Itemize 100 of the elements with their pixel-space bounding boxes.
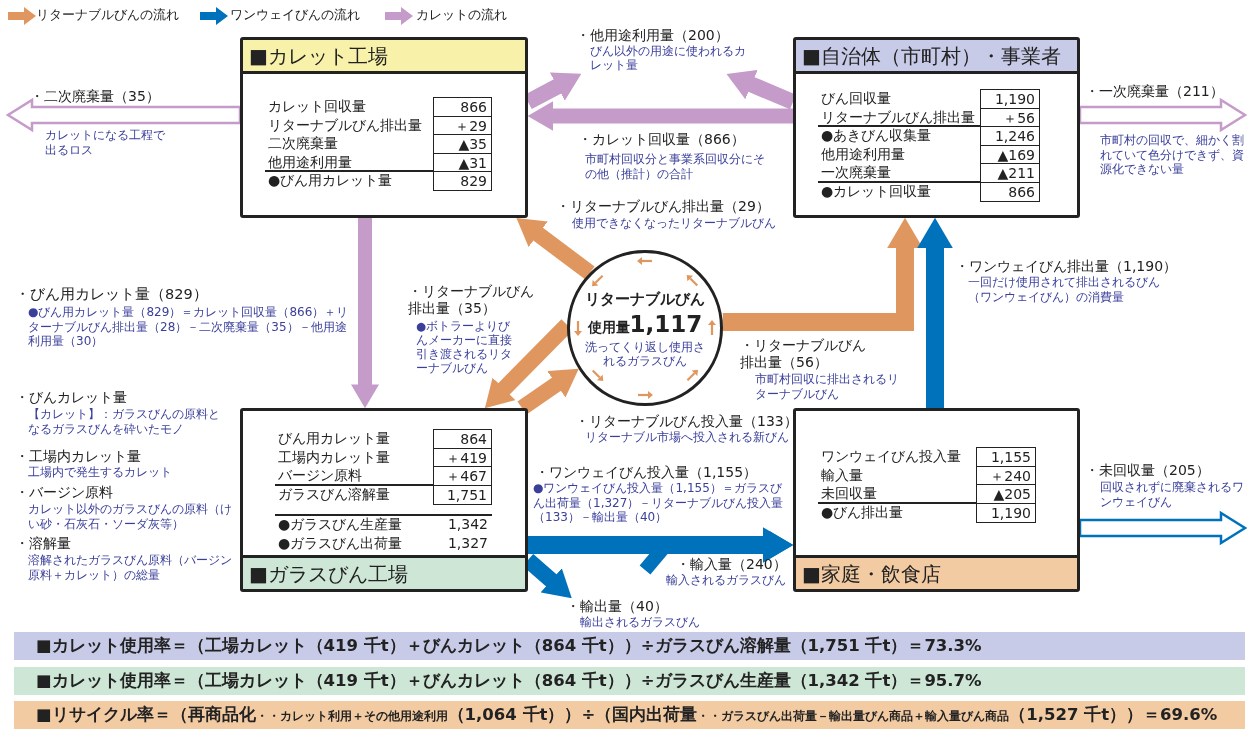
value-cell: ▲35 — [433, 134, 492, 154]
formula-text: ■カレット使用率＝（工場カレット（419 千t）＋びんカレット（864 千t））÷ガラスびん溶解量（1,751 千t）＝73.3% — [36, 636, 982, 655]
term-label: ・びん用カレット量（829） — [15, 286, 208, 303]
row-label: 二次廃棄量 — [268, 134, 338, 153]
row-label: 一次廃棄量 — [821, 163, 891, 182]
edge-label: ・輸入量（240） — [676, 556, 787, 573]
value-cell: ▲205 — [976, 484, 1036, 504]
note-text: びん以外の用途に使われるカレット量 — [589, 44, 747, 72]
value-cell: ＋240 — [976, 465, 1036, 486]
row-label: びん回収量 — [821, 89, 891, 108]
row-label: ●ガラスびん出荷量 — [278, 533, 403, 552]
term-label: ・びんカレット量 — [15, 389, 127, 406]
box-heading: ■カレット工場 — [243, 40, 525, 74]
legend-text: ワンウェイびんの流れ — [230, 6, 360, 24]
hollow-arrow — [5, 97, 242, 133]
hollow-arrow — [1078, 97, 1248, 133]
formula-text: （1,527 千t））＝69.6% — [1009, 705, 1218, 724]
box-heading: ■家庭・飲食店 — [796, 555, 1077, 589]
edge-label: ・リターナブルびん投入量（133） — [575, 413, 798, 430]
flow-arrow — [353, 218, 377, 409]
row-label: リターナブルびん排出量 — [821, 107, 975, 126]
row-label: バージン原料 — [278, 466, 362, 485]
edge-label: ・カレット回収量（866） — [578, 131, 745, 148]
value-cell: 866 — [980, 181, 1040, 202]
edge-label: ・二次廃棄量（35） — [30, 88, 160, 105]
row-label: ●あきびん収集量 — [821, 126, 932, 145]
box-heading: ■自治体（市町村）・事業者 — [796, 40, 1077, 74]
value-cell: 864 — [433, 429, 492, 449]
row-label: びん用カレット量 — [278, 429, 390, 448]
note-text: カレットになる工程で出るロス — [45, 128, 166, 157]
legend-text: リターナブルびんの流れ — [36, 6, 179, 24]
note-text: 洗ってくり返し使用されるガラスびん — [585, 340, 705, 368]
flow-arrow — [919, 217, 951, 408]
edge-label: ・リターナブルびん排出量（35） — [408, 283, 535, 317]
value-cell: ＋56 — [980, 107, 1040, 128]
edge-label: ・未回収量（205） — [1085, 462, 1210, 479]
value-cell: ＋467 — [433, 466, 492, 486]
row-label: 輸入量 — [821, 465, 863, 484]
row-label: ●ガラスびん生産量 — [278, 515, 403, 534]
value-cell: ▲31 — [433, 152, 492, 173]
box-heading: ■ガラスびん工場 — [243, 555, 525, 589]
edge-label: ・一次廃棄量（211） — [1085, 83, 1224, 100]
value-cell: 1,190 — [976, 502, 1036, 523]
formula-band — [14, 667, 1245, 695]
note-text: 市町村の回収で、細かく割れていて色分けできず、資源化できない量 — [1100, 133, 1245, 177]
value-cell: 1,155 — [976, 447, 1036, 467]
flow-arrow — [516, 217, 595, 280]
process-box — [240, 37, 528, 218]
value-cell: ＋419 — [433, 447, 492, 468]
usage-value: 1,117 — [629, 311, 703, 337]
term-label: ・工場内カレット量 — [15, 448, 141, 465]
note-text: 使用できなくなったリターナブルびん — [572, 216, 776, 231]
value-cell: 1,190 — [980, 89, 1040, 109]
flow-label: ・他用途利用量（200） — [576, 27, 730, 44]
note-text: 輸出されるガラスびん — [579, 615, 701, 629]
value-cell: 829 — [433, 171, 492, 191]
usage-label: 使用量 — [587, 319, 630, 335]
row-label: ●びん排出量 — [821, 502, 904, 521]
flow-arrow — [722, 217, 921, 331]
note-text: 回収されずに廃棄されるワンウェイびん — [1100, 480, 1245, 509]
note-text: ●ボトラーよりびんメーカーに直接引き渡されるリターナブルびん — [416, 319, 513, 375]
note-text: ●びん用カレット量（829）＝カレット回収量（866）＋リターナブルびん排出量（28）－二次廃棄量（35）－他用途利用量（30） — [28, 305, 350, 349]
formula-text: ・・カレット利用＋その他用途利用 — [255, 709, 448, 723]
flow-arrow — [517, 368, 579, 415]
process-box — [240, 408, 528, 592]
row-label: 工場内カレット量 — [278, 447, 390, 466]
formula-band — [14, 632, 1245, 660]
note-text: 工場内で発生するカレット — [28, 465, 172, 480]
note-text: 一回だけ使用されて排出されるびん（ワンウェイびん）の消費量 — [968, 275, 1161, 304]
value-cell: ＋29 — [433, 115, 492, 136]
edge-label: ・リターナブルびん排出量（56） — [740, 337, 867, 371]
formula-band — [14, 701, 1245, 729]
formula-text: ・・ガラスびん出荷量－輸出量びん商品＋輸入量びん商品 — [697, 709, 1010, 723]
edge-label: ・リターナブルびん排出量（29） — [556, 198, 770, 215]
value-text: 1,327 — [446, 533, 489, 553]
process-box — [793, 408, 1080, 592]
value-cell: ▲211 — [980, 163, 1040, 183]
value-cell: ▲169 — [980, 144, 1040, 165]
row-label: ガラスびん溶解量 — [278, 484, 390, 503]
row-label: 未回収量 — [821, 484, 877, 503]
process-box — [793, 37, 1080, 218]
formula-text: ■リサイクル率＝（再商品化 — [36, 705, 256, 724]
term-label: ・溶解量 — [15, 535, 71, 552]
note-text: 市町村回収に排出されるリターナブルびん — [755, 372, 900, 401]
note-text: 【カレット】：ガラスびんの原料となるガラスびんを砕いたモノ — [28, 407, 221, 436]
row-label: ワンウェイびん投入量 — [821, 447, 961, 466]
flow-arrow — [527, 103, 793, 129]
row-label: 他用途利用量 — [821, 144, 905, 163]
legend-text: カレットの流れ — [416, 6, 507, 24]
row-label: 他用途利用量 — [268, 152, 352, 171]
note-text: リターナブル市場へ投入される新びん — [585, 430, 789, 445]
formula-text: ■カレット使用率＝（工場カレット（419 千t）＋びんカレット（864 千t））÷ガラスびん生産量（1,342 千t）＝95.7% — [36, 671, 982, 690]
edge-label: ・ワンウェイびん排出量（1,190） — [955, 258, 1178, 275]
value-text: 1,342 — [446, 515, 489, 534]
row-label: リターナブルびん排出量 — [268, 115, 422, 134]
edge-label: ・ワンウェイびん投入量（1,155） — [535, 464, 758, 481]
value-cell: 1,751 — [433, 484, 492, 505]
row-label: ●びん用カレット量 — [268, 171, 393, 190]
note-text: ●ワンウェイびん投入量（1,155）＝ガラスびん出荷量（1,327）－リターナブルびん投入量（133）－輸出量（40） — [533, 481, 785, 525]
note-text: 市町村回収分と事業系回収分にその他（推計）の合計 — [585, 152, 766, 181]
